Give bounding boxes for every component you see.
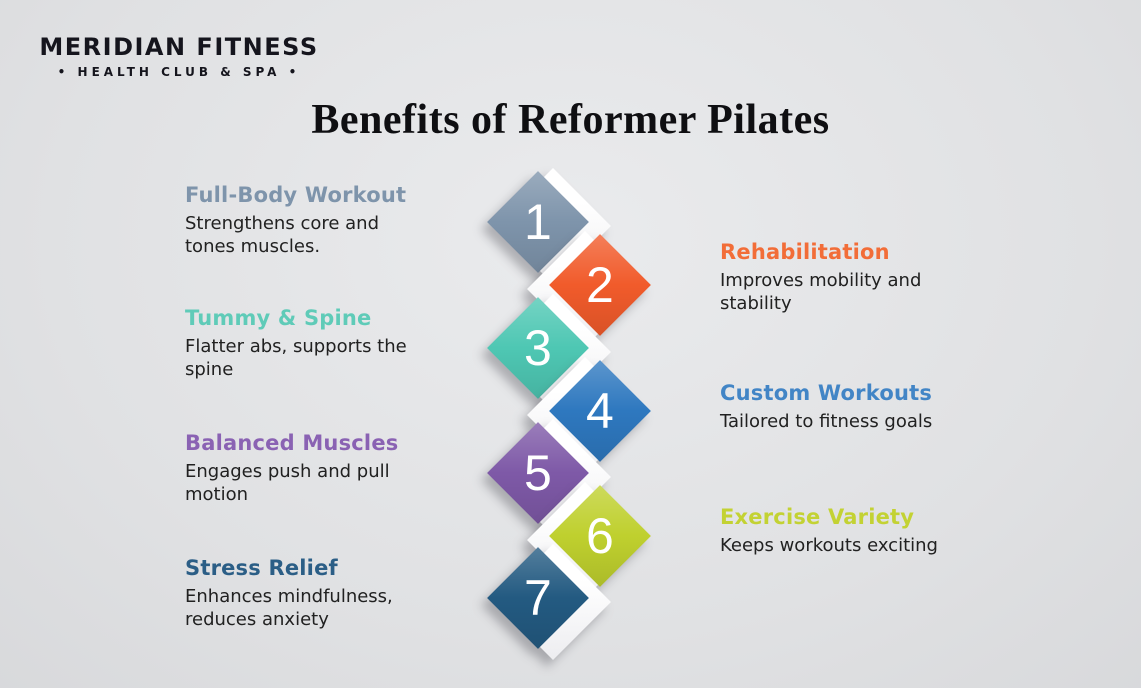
benefit-title: Full-Body Workout xyxy=(185,183,407,207)
benefit-title: Rehabilitation xyxy=(720,240,890,264)
diamond-step-7: 7 xyxy=(478,538,611,660)
benefit-title: Balanced Muscles xyxy=(185,431,399,455)
benefit-title: Stress Relief xyxy=(185,556,338,580)
benefit-title: Tummy & Spine xyxy=(185,306,372,330)
page-title: Benefits of Reformer Pilates xyxy=(311,97,830,143)
benefit-description: Flatter abs, supports the spine xyxy=(185,336,407,381)
benefit-title: Custom Workouts xyxy=(720,381,933,405)
benefit-description: Tailored to fitness goals xyxy=(720,411,933,432)
benefit-exercise-variety: Exercise Variety Keeps workouts exciting xyxy=(720,505,982,557)
benefit-custom-workouts: Custom Workouts Tailored to fitness goal… xyxy=(720,381,982,433)
brand-logo: MERIDIAN FITNESS • HEALTH CLUB & SPA • xyxy=(38,33,320,79)
benefit-balanced-muscles: Balanced Muscles Engages push and pull m… xyxy=(185,431,443,507)
step-number-7: 7 xyxy=(524,570,552,626)
benefit-stress-relief: Stress Relief Enhances mindfulness, redu… xyxy=(185,556,443,632)
brand-name: MERIDIAN FITNESS xyxy=(39,33,319,61)
benefit-title: Exercise Variety xyxy=(720,505,915,529)
benefit-description: Strengthens core and tones muscles. xyxy=(185,213,380,258)
benefit-rehabilitation: Rehabilitation Improves mobility and sta… xyxy=(720,240,982,316)
benefit-description: Engages push and pull motion xyxy=(185,461,390,506)
benefit-description: Improves mobility and stability xyxy=(720,270,922,315)
brand-tagline: • HEALTH CLUB & SPA • xyxy=(57,65,301,79)
benefit-description: Keeps workouts exciting xyxy=(720,535,938,556)
benefit-full-body-workout: Full-Body Workout Strengthens core and t… xyxy=(185,183,443,259)
benefit-description: Enhances mindfulness, reduces anxiety xyxy=(185,586,393,631)
benefit-tummy-and-spine: Tummy & Spine Flatter abs, supports the … xyxy=(185,306,443,382)
